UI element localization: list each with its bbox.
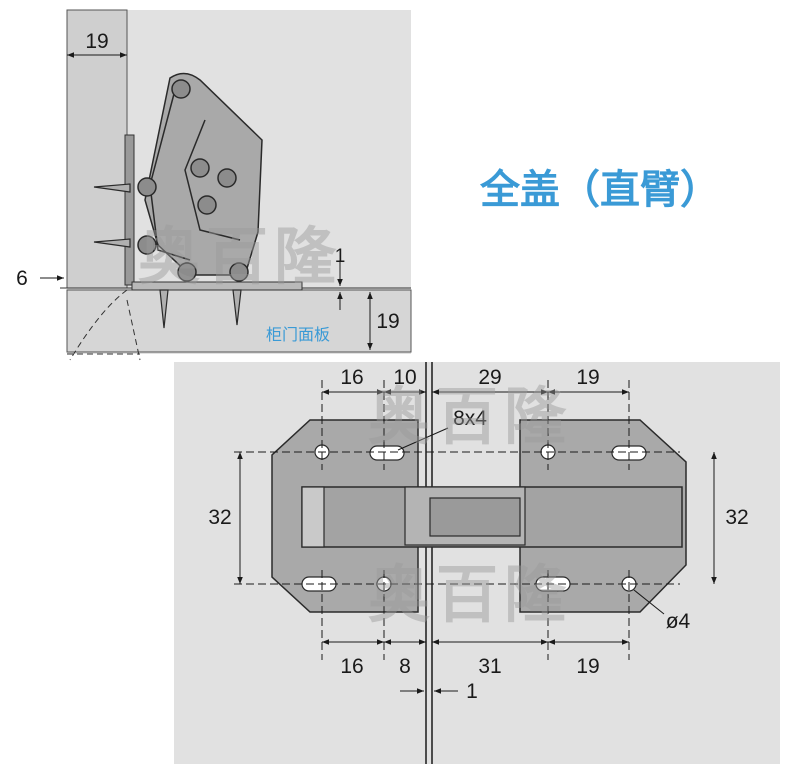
bottom-dim-2: 8 — [399, 655, 411, 678]
side-view: 19 6 1 19 柜门面板 — [16, 9, 412, 361]
arm-end-cap — [301, 486, 325, 548]
door-panel-label: 柜门面板 — [266, 325, 330, 344]
right-height: 32 — [725, 506, 748, 529]
arm-knuckle-inner — [429, 497, 521, 537]
screw-4 — [232, 289, 242, 326]
pivot-4 — [217, 168, 237, 188]
bottom-dim-1: 16 — [340, 655, 363, 678]
watermark-plan-top: 奥百隆 — [368, 380, 572, 453]
top-dim-3: 29 — [478, 366, 501, 389]
top-dim-2: 10 — [393, 366, 416, 389]
pivot-6 — [137, 235, 157, 255]
pivot-3 — [190, 158, 210, 178]
top-dim-4: 19 — [576, 366, 599, 389]
mounting-plate — [124, 134, 135, 286]
bottom-dim-4: 19 — [576, 655, 599, 678]
hole-leader — [633, 589, 665, 615]
dim-gap: 1 — [335, 246, 346, 267]
hinge-mechanism — [124, 72, 303, 291]
slot-leader — [397, 427, 449, 451]
watermark-side: 奥百隆 — [138, 220, 342, 293]
pivot-2 — [137, 177, 157, 197]
screw-3 — [159, 289, 169, 329]
center-lines — [234, 380, 680, 660]
hole-label: ø4 — [666, 610, 691, 633]
door-plate — [131, 281, 303, 291]
watermark-plan-bottom: 奥百隆 — [368, 558, 572, 631]
top-dim-1: 16 — [340, 366, 363, 389]
dim-thickness: 19 — [376, 310, 399, 333]
gap-label: 1 — [466, 680, 478, 703]
dim-offset: 6 — [16, 267, 28, 290]
drill-plan: 16 10 29 19 16 8 31 19 32 32 8x4 ø4 1 — [174, 362, 780, 764]
hinge-link — [149, 89, 191, 261]
pivot-1 — [171, 79, 191, 99]
slot-label: 8x4 — [453, 407, 487, 430]
door-swing-line — [126, 299, 141, 361]
page-title: 全盖（直臂） — [479, 167, 720, 213]
screw-1 — [93, 183, 131, 193]
pivot-5 — [197, 195, 217, 215]
bottom-dim-3: 31 — [478, 655, 501, 678]
screw-2 — [93, 238, 131, 248]
pivot-8 — [229, 262, 249, 282]
screws — [93, 183, 242, 329]
hinge-link-inner — [184, 119, 241, 241]
slot-left-top — [369, 445, 405, 461]
pivot-7 — [177, 262, 197, 282]
dim-top-width: 19 — [85, 30, 108, 53]
left-height: 32 — [208, 506, 231, 529]
